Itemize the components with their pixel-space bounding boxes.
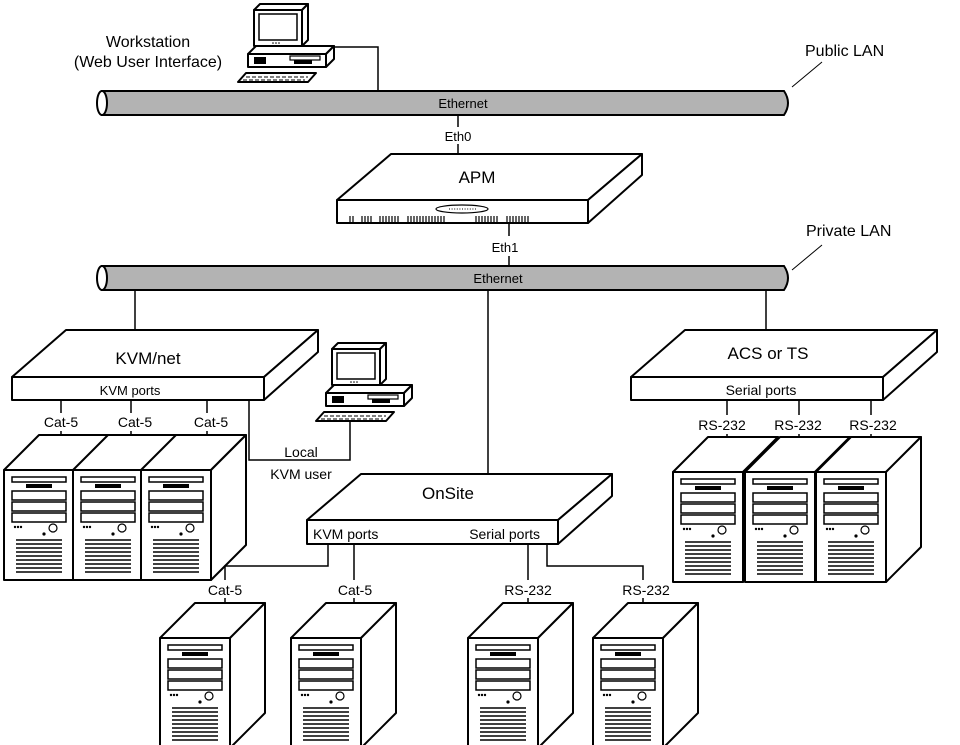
public-lan-bus: Ethernet [96, 90, 789, 116]
local-kvm-user-label: Local [284, 444, 317, 460]
workstation [237, 3, 335, 83]
public-lan-label: Public LAN [805, 43, 884, 60]
acs-link-label-2: RS-232 [774, 417, 822, 433]
acs-label: ACS or TS [728, 344, 809, 363]
local-kvm-user-pc-icon [315, 342, 413, 422]
kvmnet-link-label-2: Cat-5 [118, 414, 152, 430]
apm-device: APM [336, 153, 643, 224]
onsite-label: OnSite [422, 484, 474, 503]
workstation-sublabel: (Web User Interface) [74, 54, 222, 71]
kvmnet-device: KVM/net KVM ports [11, 329, 319, 401]
local-kvm-user-link [248, 400, 351, 461]
workstation-label: Workstation [106, 34, 190, 51]
acs-link-label-3: RS-232 [849, 417, 897, 433]
acs-device: ACS or TS Serial ports [630, 329, 938, 401]
server-acs-3 [815, 436, 922, 583]
acs-ports-label: Serial ports [726, 382, 797, 398]
server-onsite-1 [159, 602, 266, 745]
workstation-link [334, 46, 379, 92]
acs-link-label-1: RS-232 [698, 417, 746, 433]
private-lan-bus: Ethernet [96, 265, 789, 291]
onsite-device: OnSite KVM ports Serial ports [306, 473, 613, 545]
private-lan-leader [791, 244, 823, 271]
kvmnet-label: KVM/net [115, 349, 180, 368]
eth0-label: Eth0 [445, 129, 472, 144]
public-ethernet-label: Ethernet [438, 96, 488, 111]
kvmnet-link-label-1: Cat-5 [44, 414, 78, 430]
onsite-serial-ports-label: Serial ports [469, 526, 540, 542]
eth1-label: Eth1 [492, 240, 519, 255]
onsite-kvm-ports-label: KVM ports [313, 526, 378, 542]
private-lan-label: Private LAN [806, 223, 891, 240]
onsite-link-label-1: Cat-5 [208, 582, 242, 598]
server-onsite-2 [290, 602, 397, 745]
server-kvmnet-3 [140, 434, 247, 581]
workstation-pc-icon [237, 3, 335, 83]
onsite-link-label-2: Cat-5 [338, 582, 372, 598]
private-ethernet-label: Ethernet [473, 271, 523, 286]
kvmnet-link-label-3: Cat-5 [194, 414, 228, 430]
public-lan-leader [791, 61, 823, 88]
onsite-links [224, 544, 644, 612]
server-onsite-4 [592, 602, 699, 745]
apm-label: APM [459, 168, 496, 187]
local-kvm-user-sublabel: KVM user [270, 466, 332, 482]
onsite-link-label-4: RS-232 [622, 582, 670, 598]
onsite-link-label-3: RS-232 [504, 582, 552, 598]
server-onsite-3 [467, 602, 574, 745]
kvmnet-ports-label: KVM ports [100, 383, 161, 398]
